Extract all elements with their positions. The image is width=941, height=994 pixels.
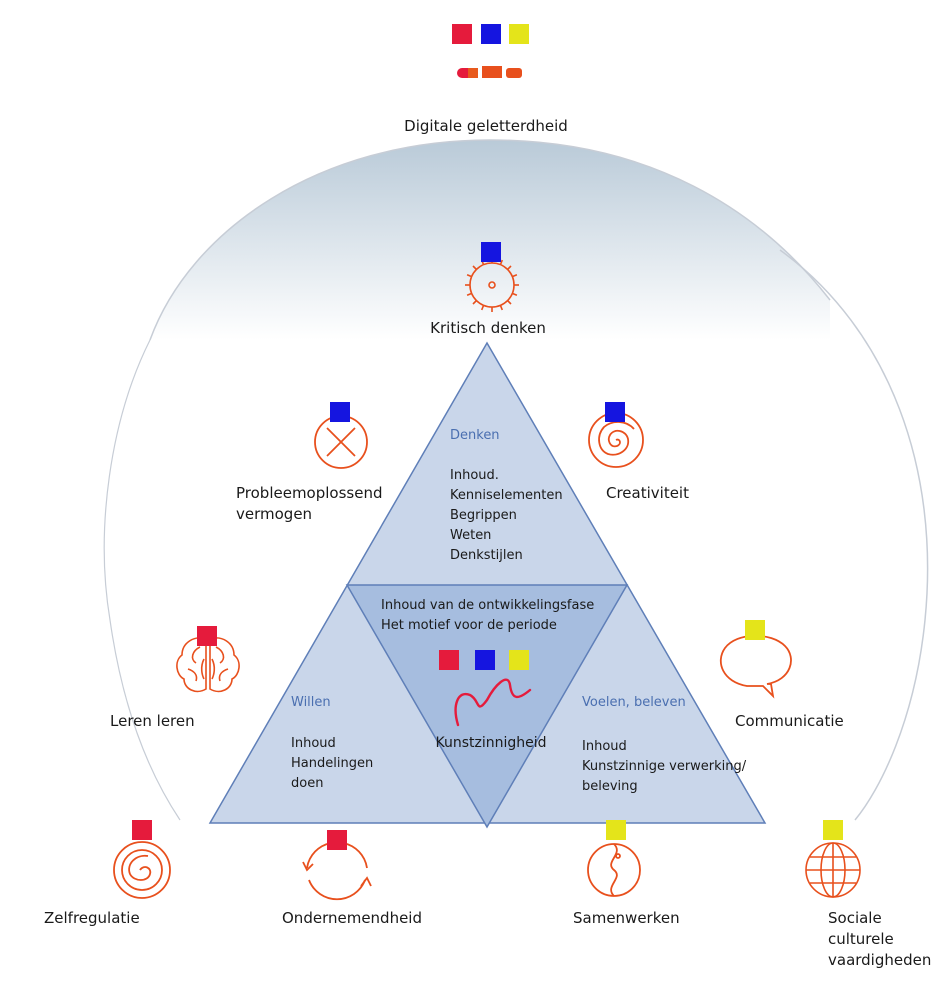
skill-label-leren: Leren leren (110, 712, 195, 730)
creativiteit-square (605, 402, 625, 422)
cycle-arrows-icon (302, 842, 372, 901)
samenwerken-square (606, 820, 626, 840)
dome-shade (150, 140, 830, 340)
denken-content: Inhoud. Kenniselementen Begrippen Weten … (450, 468, 563, 563)
top-square-blue (481, 24, 501, 44)
center-line-2: Het motief voor de periode (381, 618, 557, 633)
cross-circle-icon (314, 415, 368, 469)
denken-heading: Denken (450, 428, 500, 443)
voelen-content: Inhoud Kunstzinnige verwerking/ beleving (582, 739, 747, 794)
communicatie-square (745, 620, 765, 640)
center-line-1: Inhoud van de ontwikkelingsfase (381, 598, 595, 613)
voelen-heading: Voelen, beleven (582, 695, 686, 710)
skill-label-creativiteit: Creativiteit (606, 484, 689, 502)
skill-label-communicatie: Communicatie (735, 712, 844, 730)
right-arc (779, 249, 929, 821)
skill-label-zelfregulatie: Zelfregulatie (44, 909, 140, 927)
top-square-red (452, 24, 472, 44)
digital-bar-icon (457, 66, 522, 78)
kunstzinnigheid-label: Kunstzinnigheid (435, 735, 547, 751)
brain-icon (176, 637, 240, 693)
speech-bubble-icon (719, 634, 792, 699)
center-square-yellow (509, 650, 529, 670)
willen-heading: Willen (291, 695, 331, 710)
triangle-center (345, 584, 629, 829)
probleem-square (330, 402, 350, 422)
zelfregulatie-square (132, 820, 152, 840)
skill-label-kritisch: Kritisch denken (430, 319, 546, 337)
top-square-yellow (509, 24, 529, 44)
digital-literacy-title: Digitale geletterdheid (404, 117, 568, 135)
kunst-squiggle-icon (454, 678, 532, 727)
kritisch-square (481, 242, 501, 262)
skill-label-sociaal: Sociale culturele vaardigheden (828, 909, 932, 969)
willen-content: Inhoud Handelingen doen (291, 736, 374, 791)
leren-square (197, 626, 217, 646)
skill-label-ondernemendheid: Ondernemendheid (282, 909, 422, 927)
yin-yang-icon (587, 843, 641, 897)
dome-outline (149, 139, 831, 341)
globe-icon (805, 842, 861, 898)
left-arc (103, 339, 181, 821)
gear-icon (465, 258, 519, 312)
skill-label-samenwerken: Samenwerken (573, 909, 680, 927)
sociaal-square (823, 820, 843, 840)
swirl-circle-icon (113, 841, 171, 899)
ondernemendheid-square (327, 830, 347, 850)
center-square-red (439, 650, 459, 670)
skill-label-probleem: Probleemoplossend vermogen (236, 484, 383, 523)
center-square-blue (475, 650, 495, 670)
